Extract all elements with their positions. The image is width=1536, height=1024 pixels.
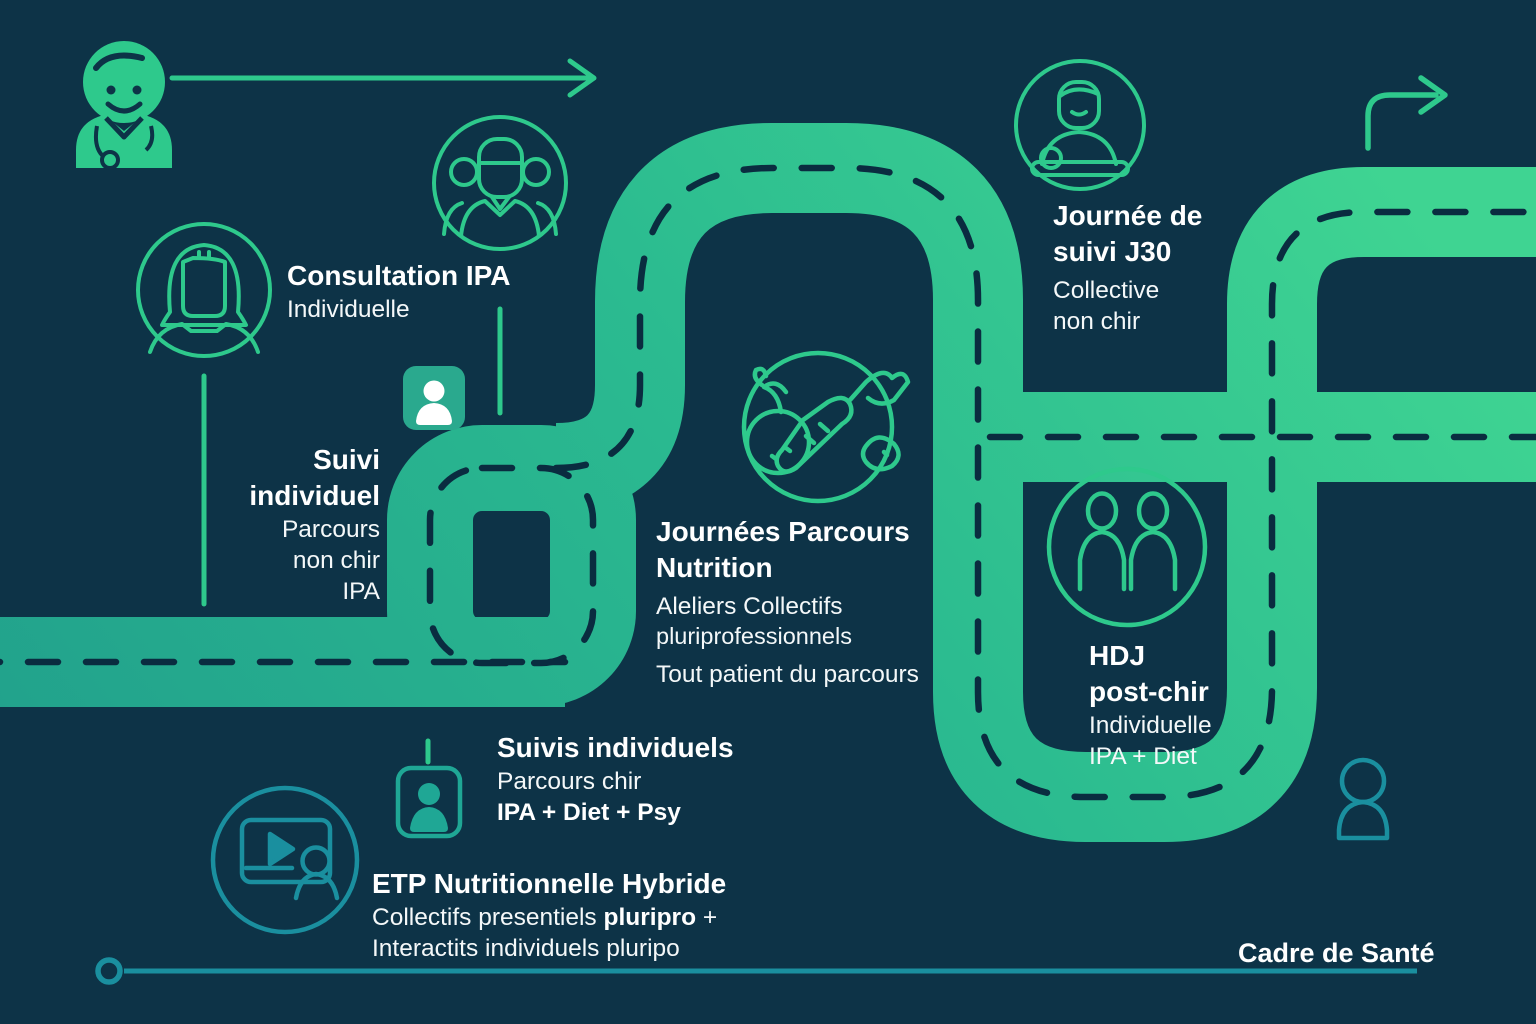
journees-sub1: Aleliers Collectifs	[656, 593, 843, 620]
hdj-title-line2: post-chir	[1089, 676, 1209, 707]
j30-sub1: Collective	[1053, 277, 1160, 304]
journees-nutrition-block: Journées Parcours Nutrition Aleliers Col…	[656, 514, 919, 690]
timeline-arrow	[169, 58, 597, 98]
person-card-icon	[395, 765, 463, 839]
etp-block: ETP Nutritionnelle Hybride Collectifs pr…	[372, 866, 726, 964]
etp-title: ETP Nutritionnelle Hybride	[372, 868, 727, 899]
etp-sub1: Collectifs presentiels pluripro +	[372, 902, 726, 933]
cadre-person-icon	[1336, 757, 1390, 841]
road-center-dashes	[0, 164, 1536, 801]
vegetables-icon	[741, 350, 911, 504]
two-persons-icon	[1046, 466, 1208, 628]
consultation-ipa-block: Consultation IPA Individuelle	[287, 258, 510, 325]
connector-lines	[201, 306, 503, 765]
doctor-icon	[76, 41, 172, 170]
consultation-title: Consultation IPA	[287, 260, 511, 291]
woman-avatar-icon	[136, 222, 272, 358]
cadre-sante-label: Cadre de Santé	[1238, 938, 1435, 968]
person-badge-icon	[403, 366, 465, 430]
etp-sub1-bold: pluripro	[603, 904, 697, 931]
hdj-sub2: IPA + Diet	[1089, 743, 1197, 770]
medical-team-icon	[432, 115, 568, 251]
suivi-title-line1: Suivi	[313, 444, 380, 475]
elearning-video-icon	[210, 785, 360, 935]
hdj-title-line1: HDJ	[1089, 640, 1146, 671]
etp-sub1-prefix: Collectifs presentiels	[372, 904, 604, 931]
journees-sub2: pluriprofessionnels	[656, 623, 852, 649]
exit-arrow	[1365, 75, 1448, 151]
journees-sub3: Tout patient du parcours	[656, 661, 919, 688]
suivis-sub2: IPA + Diet + Psy	[497, 799, 681, 826]
etp-sub2: Interactits individuels pluripo	[372, 935, 680, 962]
j30-sub2: non chir	[1053, 308, 1141, 335]
suivis-individuels-block: Suivis individuels Parcours chir IPA + D…	[497, 730, 734, 828]
bottom-timeline	[95, 957, 1417, 985]
j30-title-line1: Journée de	[1053, 200, 1203, 231]
hdj-sub1: Individuelle	[1089, 712, 1212, 739]
hdj-block: HDJ post-chir Individuelle IPA + Diet	[1089, 638, 1212, 772]
suivi-sub-line3: IPA	[342, 578, 380, 605]
journees-title-line1: Journées Parcours	[656, 516, 910, 547]
journee-j30-block: Journée de suivi J30 Collective non chir	[1053, 198, 1202, 337]
suivi-title-line2: individuel	[249, 480, 380, 511]
journees-title-line2: Nutrition	[656, 552, 773, 583]
etp-sub1-suffix: +	[696, 904, 718, 931]
suivis-sub1: Parcours chir	[497, 768, 642, 795]
reception-desk-icon	[1014, 59, 1146, 191]
consultation-subtitle: Individuelle	[287, 296, 410, 323]
suivi-individuel-block: Suivi individuel Parcours non chir IPA	[140, 442, 380, 607]
j30-title-line2: suivi J30	[1053, 236, 1172, 267]
suivi-sub-line2: non chir	[292, 547, 380, 574]
suivis-title: Suivis individuels	[497, 732, 734, 763]
suivi-sub-line1: Parcours	[281, 516, 380, 543]
